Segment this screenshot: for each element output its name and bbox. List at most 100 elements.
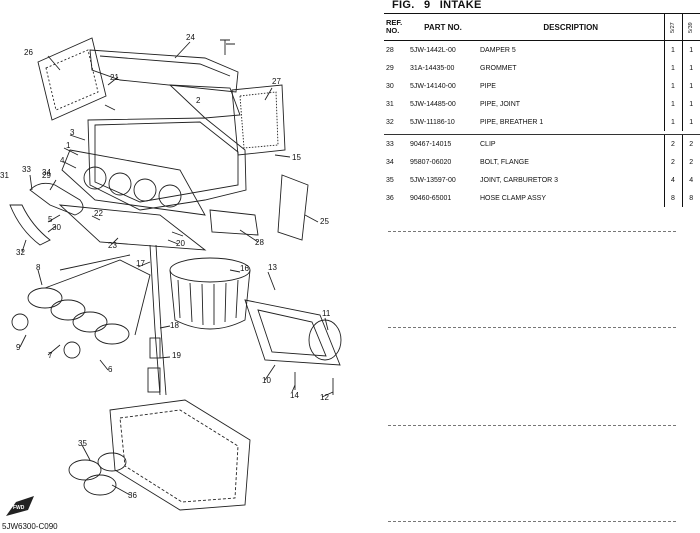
ref-cell: 31: [386, 100, 394, 108]
ref-cell: 29: [386, 64, 394, 72]
callout-28: 28: [255, 238, 264, 247]
callout-29: 29: [42, 171, 51, 180]
description-cell: BOLT, FLANGE: [480, 158, 529, 166]
part-no-cell: 5JW-14140-00: [410, 82, 456, 90]
callout-13: 13: [268, 263, 277, 272]
qty-cell: 8: [663, 189, 682, 207]
callout-22: 22: [94, 209, 103, 218]
col-qty-1: 5/27: [664, 13, 682, 41]
callout-labels: 1234567891011121314151617181920212223242…: [0, 33, 331, 500]
group-divider: [384, 131, 700, 135]
callout-9: 9: [16, 343, 21, 352]
qty-cell: 2: [681, 153, 700, 171]
divider: [388, 521, 676, 522]
front-arrow-icon: FWD: [6, 496, 34, 516]
callout-33: 33: [22, 165, 31, 174]
ref-cell: 33: [386, 140, 394, 148]
callout-17: 17: [136, 259, 145, 268]
callout-24: 24: [186, 33, 195, 42]
callout-20: 20: [176, 239, 185, 248]
drawing-code: 5JW6300-C090: [2, 522, 58, 531]
qty-cell: 2: [663, 153, 682, 171]
qty-cell: 8: [681, 189, 700, 207]
callout-25: 25: [320, 217, 329, 226]
qty-cell: 1: [681, 77, 700, 95]
ref-cell: 35: [386, 176, 394, 184]
ref-cell: 28: [386, 46, 394, 54]
qty-cell: 2: [663, 134, 682, 153]
divider: [388, 231, 676, 232]
col-description: DESCRIPTION: [478, 13, 664, 41]
callout-11: 11: [322, 309, 331, 318]
description-cell: PIPE, BREATHER 1: [480, 118, 544, 126]
description-cell: GROMMET: [480, 64, 517, 72]
callout-32: 32: [16, 248, 25, 257]
callout-18: 18: [170, 321, 179, 330]
divider: [388, 327, 676, 328]
callout-35: 35: [78, 439, 87, 448]
part-no-cell: 90467-14015: [410, 140, 452, 148]
callout-3: 3: [70, 128, 75, 137]
svg-text:FWD: FWD: [13, 505, 25, 511]
callout-36: 36: [128, 491, 137, 500]
col-qty-2: 5/39: [682, 13, 700, 41]
callout-15: 15: [292, 153, 301, 162]
ref-cell: 36: [386, 194, 394, 202]
part-no-cell: 5JW-14485-00: [410, 100, 456, 108]
callout-5: 5: [48, 215, 53, 224]
callout-6: 6: [108, 365, 113, 374]
divider-cell: [408, 131, 478, 135]
fig-label: FIG.: [392, 0, 415, 11]
callout-12: 12: [320, 393, 329, 402]
divider-cell: [682, 131, 700, 135]
description-cell: PIPE: [480, 82, 496, 90]
description-cell: CLIP: [480, 140, 496, 148]
figure-title: FIG. 9 INTAKE: [392, 0, 488, 11]
intake-exploded-view: FWD 123456789101112131415161718192021222…: [0, 33, 342, 531]
divider-cell: [664, 131, 682, 135]
col-ref: REF. NO.: [384, 13, 408, 41]
table-header: REF. NO. PART NO. DESCRIPTION 5/27 5/39: [384, 13, 700, 41]
part-no-cell: 90460-65001: [410, 194, 452, 202]
callout-7: 7: [48, 351, 53, 360]
qty-cell: 1: [663, 77, 682, 95]
callout-30: 30: [52, 223, 61, 232]
qty-cell: 1: [663, 113, 682, 131]
qty-cell: 1: [681, 95, 700, 113]
parts-list: FIG. 9 INTAKE REF. NO. PART NO. DESCRIPT…: [384, 0, 700, 533]
part-no-cell: 5JW-1442L-00: [410, 46, 456, 54]
callout-21: 21: [110, 73, 119, 82]
callout-34: 34: [42, 168, 51, 177]
description-cell: DAMPER 5: [480, 46, 516, 54]
part-no-cell: 5JW-13597-00: [410, 176, 456, 184]
ref-cell: 34: [386, 158, 394, 166]
divider: [388, 425, 676, 426]
part-no-cell: 5JW-11186-10: [410, 118, 455, 126]
qty-cell: 1: [681, 40, 700, 59]
part-no-cell: 31A-14435-00: [410, 64, 455, 72]
callout-31: 31: [0, 171, 9, 180]
callout-19: 19: [172, 351, 181, 360]
ref-cell: 32: [386, 118, 394, 126]
ref-cell: 30: [386, 82, 394, 90]
description-cell: JOINT, CARBURETOR 3: [480, 176, 559, 184]
fig-name: INTAKE: [439, 0, 482, 11]
callout-1: 1: [66, 141, 71, 150]
callout-14: 14: [290, 391, 299, 400]
qty-cell: 4: [681, 171, 700, 189]
qty-cell: 1: [663, 40, 682, 59]
callout-8: 8: [36, 263, 41, 272]
callout-26: 26: [24, 48, 33, 57]
callout-16: 16: [240, 264, 249, 273]
qty-cell: 1: [663, 59, 682, 77]
callout-23: 23: [108, 241, 117, 250]
